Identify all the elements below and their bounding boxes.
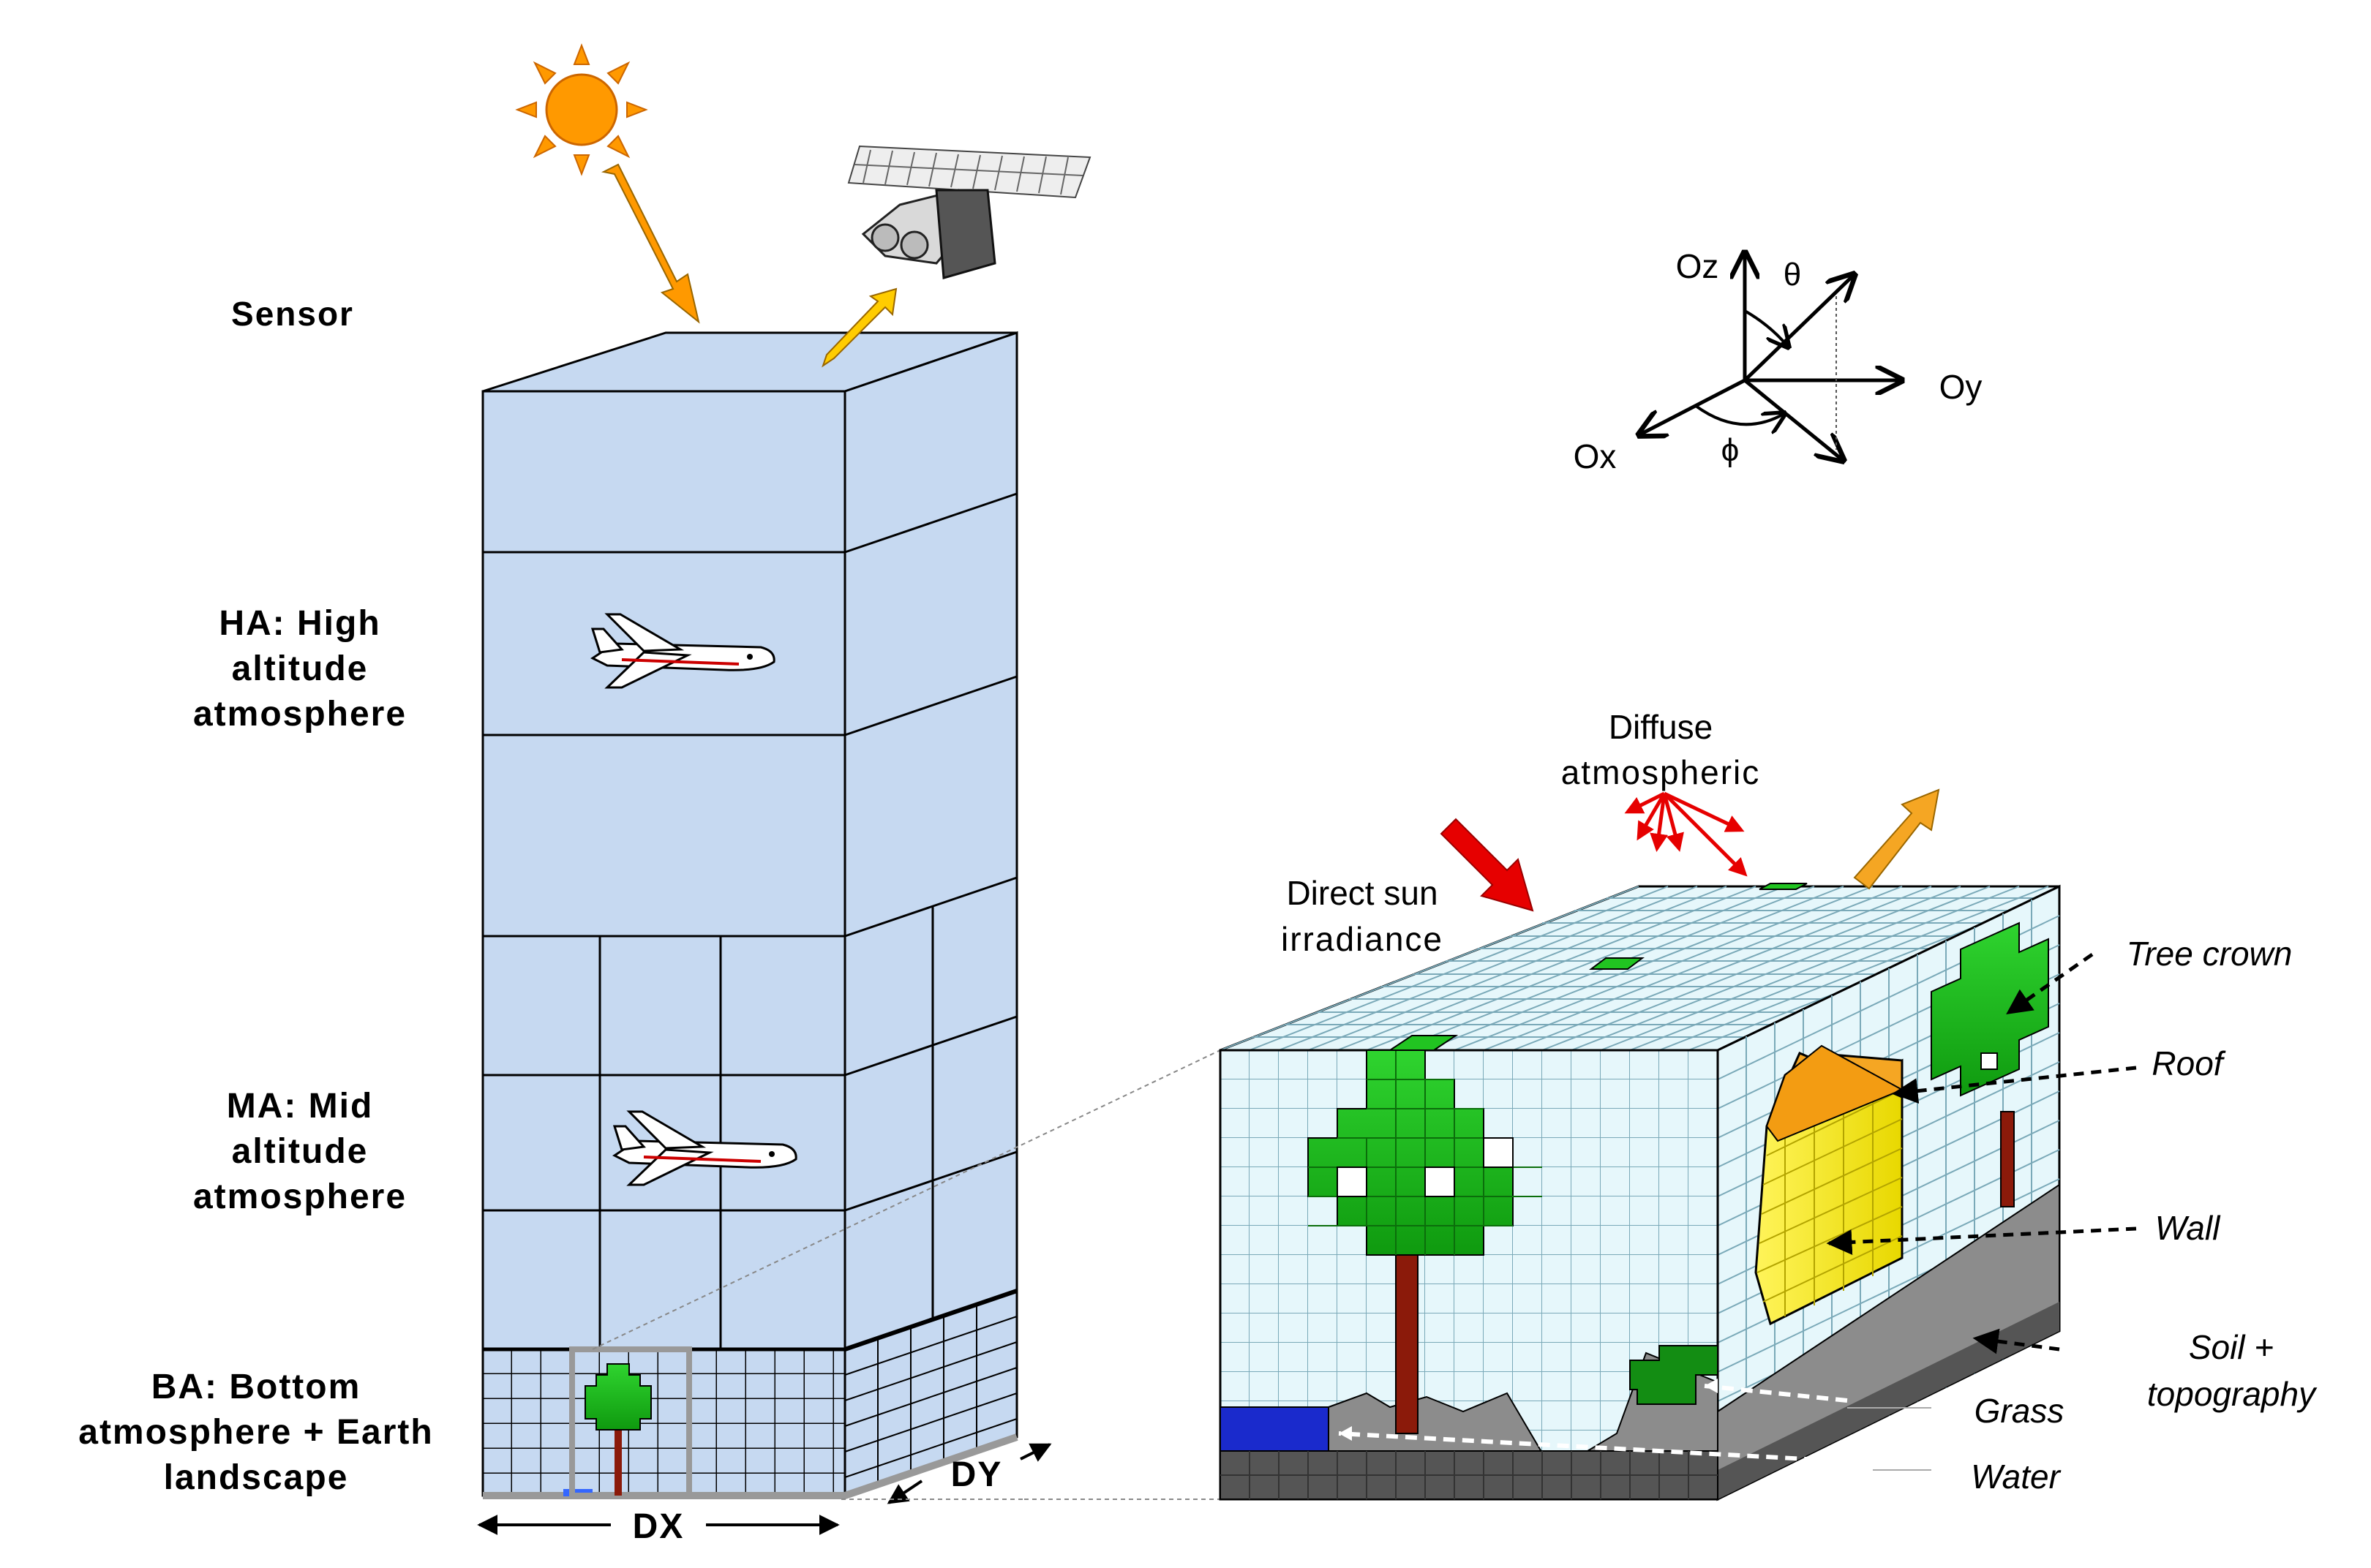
small-tree-trunk	[615, 1422, 622, 1496]
ba-label: BA: Bottom atmosphere + Earth landscape	[78, 1368, 433, 1497]
svg-text:atmosphere: atmosphere	[193, 1177, 407, 1216]
svg-text:irradiance: irradiance	[1281, 920, 1443, 958]
grass-cells	[1629, 1345, 1718, 1405]
column-front-face	[481, 390, 846, 1497]
svg-text:topography: topography	[2147, 1375, 2318, 1413]
ox-label: Ox	[1574, 437, 1617, 475]
oz-label: Oz	[1676, 247, 1719, 285]
diffuse-arrows	[1624, 791, 1748, 877]
direct-sun-arrow	[1440, 818, 1534, 912]
water-label: Water	[1971, 1458, 2062, 1496]
reflected-ray-arrow	[822, 287, 898, 368]
airplane-high-icon	[590, 613, 775, 689]
ma-label: MA: Mid altitude atmosphere	[193, 1087, 407, 1216]
airplane-mid-icon	[612, 1110, 797, 1186]
sun-icon	[515, 43, 648, 176]
svg-text:altitude: altitude	[232, 1132, 369, 1171]
svg-text:BA: Bottom: BA: Bottom	[151, 1368, 361, 1406]
tree-crown-label: Tree crown	[2127, 935, 2293, 973]
svg-text:Direct sun: Direct sun	[1286, 874, 1438, 912]
direct-label: Direct sun irradiance	[1281, 874, 1443, 958]
roof-label: Roof	[2152, 1044, 2225, 1082]
sensor-label: Sensor	[231, 295, 354, 333]
svg-text:atmosphere: atmosphere	[193, 695, 407, 734]
sun-ray-arrow	[601, 163, 700, 324]
soil-label: Soil + topography	[2147, 1328, 2318, 1413]
front-tree-trunk	[1395, 1243, 1419, 1434]
atmosphere-column	[481, 331, 1018, 1499]
theta-label: θ	[1784, 257, 1801, 293]
wall-label: Wall	[2155, 1209, 2221, 1247]
small-tree-crown	[585, 1363, 652, 1431]
water-cells	[1220, 1406, 1329, 1452]
svg-text:Diffuse: Diffuse	[1609, 708, 1713, 746]
svg-text:MA: Mid: MA: Mid	[227, 1087, 374, 1126]
legend-pointers	[1826, 952, 2137, 1354]
ba-grid-front	[481, 1348, 846, 1497]
diffuse-label: Diffuse atmospheric	[1561, 708, 1761, 791]
svg-text:landscape: landscape	[164, 1458, 349, 1497]
phi-label: ϕ	[1721, 432, 1740, 468]
scene-voxel-block	[1219, 883, 2061, 1501]
legend-pointers-white	[1338, 1384, 1874, 1465]
svg-text:atmosphere + Earth: atmosphere + Earth	[78, 1413, 433, 1452]
svg-text:atmospheric: atmospheric	[1561, 753, 1761, 791]
dx-label: DX	[633, 1507, 685, 1546]
svg-text:Soil +: Soil +	[2189, 1328, 2274, 1366]
reflected-scene-arrow	[1853, 788, 1940, 890]
svg-text:altitude: altitude	[232, 649, 369, 688]
satellite-icon	[847, 145, 1091, 279]
right-tree-trunk	[2000, 1111, 2015, 1207]
dy-dimension: DY	[887, 1443, 1052, 1504]
dx-dimension: DX	[477, 1507, 840, 1546]
zoom-connector-lines	[592, 1049, 1221, 1500]
ha-label: HA: High altitude atmosphere	[193, 604, 407, 734]
dy-label: DY	[951, 1455, 1003, 1494]
svg-text:HA: High: HA: High	[219, 604, 380, 643]
coordinate-axes: Oz Oy Ox θ ϕ	[1574, 247, 1983, 475]
selected-cell-box	[569, 1346, 692, 1499]
oy-label: Oy	[1939, 368, 1983, 406]
grass-label: Grass	[1974, 1392, 2064, 1430]
